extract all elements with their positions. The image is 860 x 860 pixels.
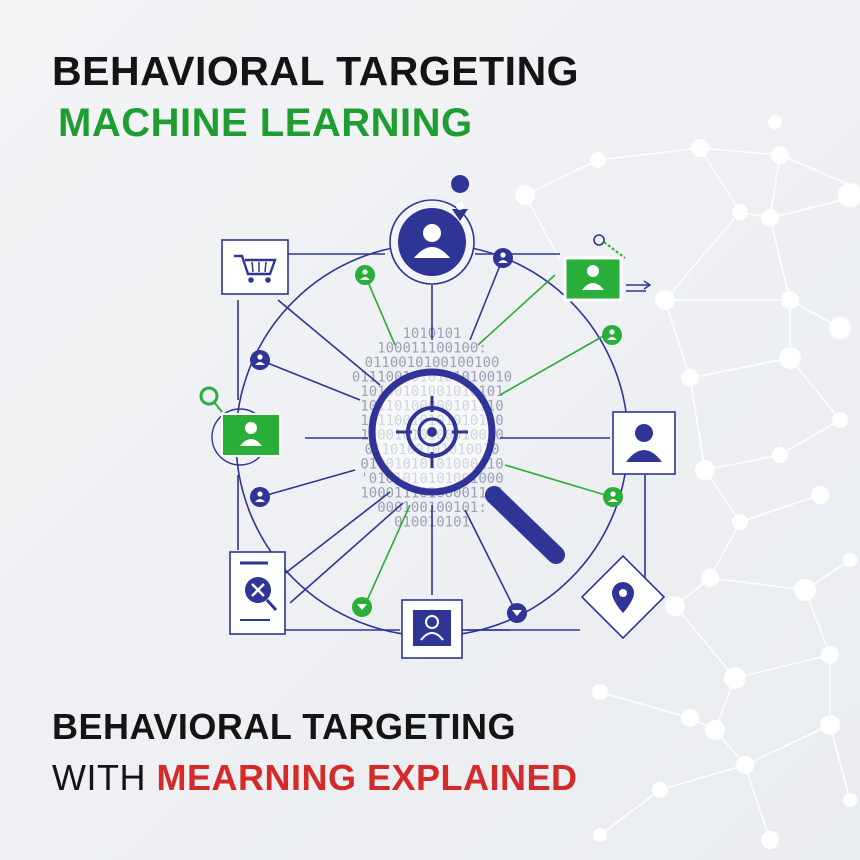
page-subtitle: MACHINE LEARNING xyxy=(58,101,473,145)
user-node-icon xyxy=(250,487,270,507)
footer-subtitle: WITH MEARNING EXPLAINED xyxy=(52,757,578,799)
dropdown-node-icon xyxy=(507,603,527,623)
location-pin-icon xyxy=(580,554,666,640)
footer-subtitle-prefix: WITH xyxy=(52,757,146,798)
profile-card-icon xyxy=(199,386,281,466)
shopping-cart-icon xyxy=(221,239,289,295)
connection-lines xyxy=(237,253,646,631)
document-search-icon xyxy=(229,551,286,635)
user-node-icon xyxy=(355,265,375,285)
profile-frame-icon xyxy=(401,599,463,659)
footer-title: BEHAVIORAL TARGETING xyxy=(52,706,517,747)
user-node-icon xyxy=(602,325,622,345)
user-nodes xyxy=(250,248,623,623)
binary-row: 0110010100100100 xyxy=(365,355,500,371)
footer-subtitle-highlight: MEARNING EXPLAINED xyxy=(156,757,578,798)
magnifier-target-icon xyxy=(368,368,565,564)
user-node-icon xyxy=(250,350,270,370)
highlight-lines xyxy=(364,274,613,606)
user-node-icon xyxy=(493,248,513,268)
page-title: BEHAVIORAL TARGETING xyxy=(52,48,580,94)
profile-share-icon xyxy=(563,234,652,302)
user-location-icon xyxy=(389,175,475,285)
user-node-icon xyxy=(603,487,623,507)
user-card-icon xyxy=(612,411,676,475)
dropdown-node-icon xyxy=(352,597,372,617)
binary-row: 100011100100: xyxy=(377,341,487,357)
